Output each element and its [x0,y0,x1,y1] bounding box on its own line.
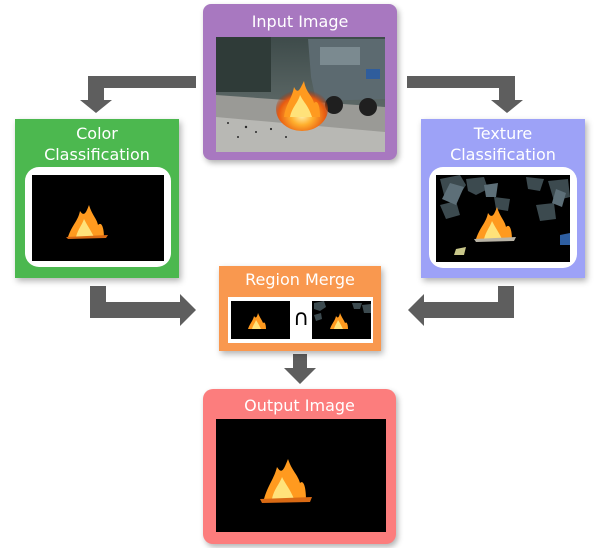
region-merge-title: Region Merge [245,270,355,289]
texture-classification-title: Texture Classification [450,124,556,164]
color-classification-node: Color Classification [15,119,179,278]
region-merge-content: ∩ [228,297,373,343]
region-merge-node: Region Merge ∩ [219,266,381,351]
intersection-operator: ∩ [292,306,310,331]
output-image-node: Output Image [203,389,396,544]
output-image-title: Output Image [244,396,355,415]
merge-color-thumbnail [231,301,290,339]
arrow-input-to-texture [407,76,523,113]
arrow-input-to-color [80,76,196,113]
texture-classification-node: Texture Classification [421,119,585,278]
input-image-title: Input Image [251,12,349,31]
input-image-photo [216,37,385,152]
arrow-texture-to-merge [408,286,514,326]
input-image-node: Input Image [203,4,397,160]
color-classification-result [32,175,164,261]
texture-classification-result [436,175,570,262]
output-image-result [216,419,386,532]
merge-texture-thumbnail [312,301,371,339]
arrow-merge-to-output [284,354,316,384]
color-classification-title: Color Classification [44,124,150,164]
arrow-color-to-merge [90,286,196,326]
